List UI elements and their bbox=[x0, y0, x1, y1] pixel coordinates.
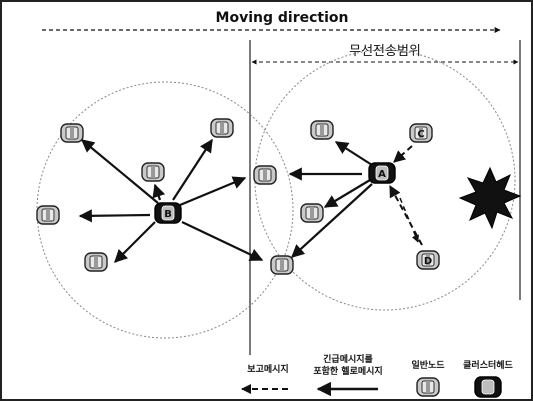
node-normal bbox=[253, 165, 277, 185]
node-normal bbox=[84, 252, 108, 272]
node-normal bbox=[310, 120, 334, 140]
node-normal bbox=[300, 203, 324, 223]
legend-emergency-label-1: 긴급메시지를 bbox=[323, 353, 373, 365]
legend: 보고메시지 긴급메시지를 포함한 헬로메시지 일반노드 클러스터헤드 bbox=[241, 353, 514, 398]
arrows-from-b bbox=[78, 138, 264, 263]
report-arrows bbox=[389, 145, 423, 246]
range-label: 무선전송범위 bbox=[349, 44, 421, 59]
node-c-letter: C bbox=[417, 129, 424, 140]
node-normal bbox=[210, 118, 234, 138]
cluster-head-a: A bbox=[368, 162, 396, 184]
node-normal bbox=[141, 162, 165, 182]
legend-cluster-head-label: 클러스터헤드 bbox=[463, 359, 513, 371]
diagram-title: Moving direction bbox=[216, 10, 349, 26]
node-normal bbox=[36, 205, 60, 225]
legend-normal-node-icon bbox=[416, 377, 440, 397]
legend-normal-node-label: 일반노드 bbox=[411, 359, 445, 371]
node-a-letter: A bbox=[378, 169, 386, 180]
node-normal bbox=[270, 255, 294, 275]
hazard-burst-icon bbox=[458, 166, 522, 230]
node-normal bbox=[60, 123, 84, 143]
legend-emergency-label-2: 포함한 헬로메시지 bbox=[313, 365, 382, 377]
cluster-head-b: B bbox=[154, 202, 182, 224]
legend-report-label: 보고메시지 bbox=[247, 363, 288, 375]
node-d: D bbox=[416, 250, 440, 270]
legend-cluster-head-icon bbox=[474, 376, 502, 398]
node-d-letter: D bbox=[424, 256, 432, 267]
node-c: C bbox=[409, 123, 433, 143]
hello-arrow-a-to-d bbox=[399, 197, 419, 243]
arrows-from-a bbox=[288, 141, 373, 258]
node-b-letter: B bbox=[164, 209, 172, 220]
